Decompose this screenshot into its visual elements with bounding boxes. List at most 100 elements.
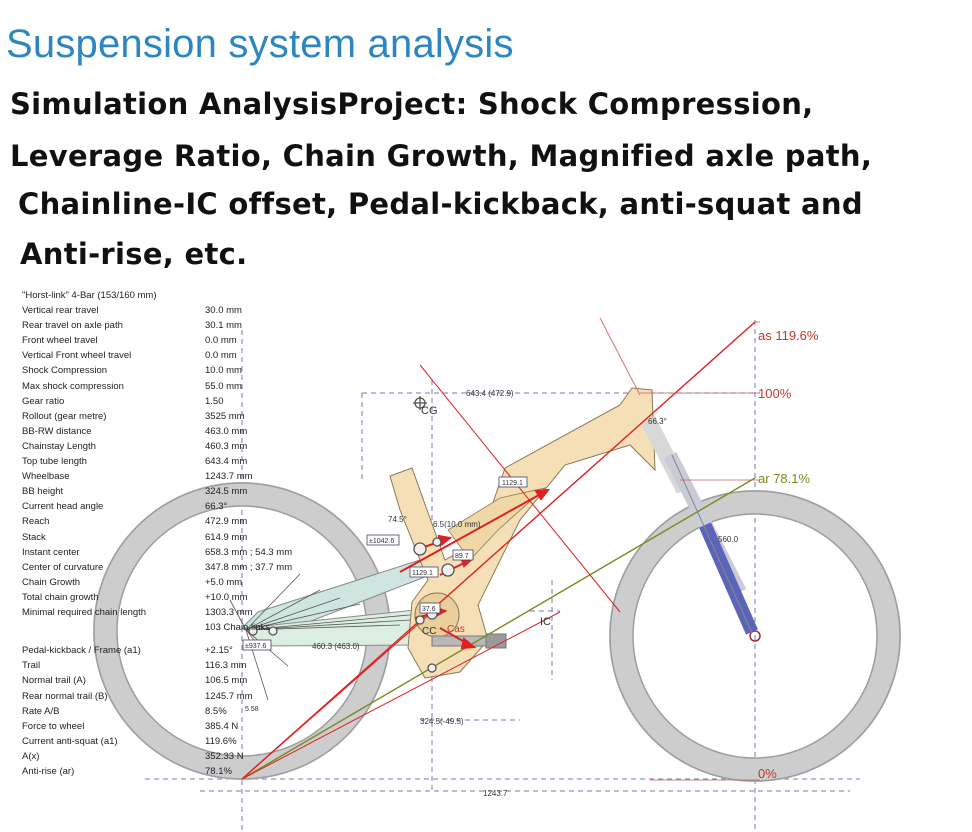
param-label: Current anti-squat (a1) bbox=[22, 735, 118, 747]
model-name: "Horst-link" 4-Bar (153/160 mm) bbox=[22, 290, 157, 301]
param-label: BB-RW distance bbox=[22, 425, 92, 437]
param-value: +2.15° bbox=[205, 645, 233, 657]
as-label: as 119.6% bbox=[758, 328, 819, 343]
param-label: Center of curvature bbox=[22, 561, 104, 573]
param-label: Vertical Front wheel travel bbox=[22, 350, 132, 362]
param-value: 385.4 N bbox=[205, 720, 239, 732]
front-wheel bbox=[609, 490, 901, 782]
seat-angle-label: 74.5° bbox=[388, 515, 407, 524]
chainstay-dim-label: 460.3 (463.0) bbox=[312, 642, 360, 651]
top-dim-label: 643.4 (472.9) bbox=[466, 389, 514, 398]
parameter-list: "Horst-link" 4-Bar (153/160 mm) Vertical… bbox=[0, 290, 293, 780]
diagram-labels: as 119.6% 100% ar 78.1% 0% CG IC CC Cas … bbox=[245, 328, 819, 798]
param-label: Chain Growth bbox=[22, 576, 81, 588]
param-label: Stack bbox=[22, 531, 46, 543]
param-value: 352.33 N bbox=[205, 750, 244, 762]
anti-squat-line bbox=[241, 321, 756, 780]
box-376-label: 37.6 bbox=[422, 606, 436, 613]
param-label: Front wheel travel bbox=[22, 335, 98, 347]
ic-label: IC bbox=[540, 616, 551, 628]
param-label: Anti-rise (ar) bbox=[22, 766, 75, 777]
ar-label: ar 78.1% bbox=[758, 471, 810, 486]
param-label: Chainstay Length bbox=[22, 440, 96, 452]
vertical-force-line bbox=[419, 364, 621, 613]
param-value: 30.1 mm bbox=[205, 320, 242, 332]
param-value: 8.5% bbox=[205, 705, 227, 717]
param-value: 106.5 mm bbox=[205, 675, 248, 687]
param-label: Wheelbase bbox=[22, 471, 70, 483]
param-value: 1245.7 mm bbox=[205, 690, 253, 702]
param-label: Instant center bbox=[22, 546, 80, 558]
box-1129b-label: 1129.1 bbox=[412, 570, 433, 577]
param-value: 0.0 mm bbox=[205, 335, 237, 347]
param-value: 460.3 mm bbox=[205, 440, 248, 452]
head-angle-label: 66.3° bbox=[648, 417, 667, 426]
param-value: 119.6% bbox=[205, 735, 237, 747]
shock-dim-label: 560.0 bbox=[718, 535, 739, 544]
param-label: Gear ratio bbox=[22, 395, 65, 407]
param-label: Normal trail (A) bbox=[22, 675, 86, 687]
fork bbox=[640, 416, 758, 635]
boxed-labels: 1129.1 ±1042.6 89.7 1129.1 37.6 ±937.6 bbox=[242, 476, 528, 651]
param-label: Total chain growth bbox=[22, 591, 99, 603]
param-label: Reach bbox=[22, 516, 50, 528]
param-value: 463.0 mm bbox=[205, 425, 248, 437]
param-label: A(x) bbox=[22, 750, 40, 762]
param-label: Shock Compression bbox=[22, 365, 108, 377]
param-value: 103 Chain links bbox=[205, 622, 270, 634]
param-label: Minimal required chain length bbox=[22, 607, 147, 618]
bb-dim-label: 324.5(-49.5) bbox=[420, 717, 464, 726]
param-value: 10.0 mm bbox=[205, 365, 242, 377]
param-value: 614.9 mm bbox=[205, 531, 248, 543]
subtitle-line-1: Simulation AnalysisProject: Shock Compre… bbox=[10, 87, 814, 121]
suspension-diagram: as 119.6% 100% ar 78.1% 0% CG IC CC Cas … bbox=[0, 280, 972, 832]
param-value: 658.3 mm ; 54.3 mm bbox=[205, 546, 293, 558]
small-55-label: 5.58 bbox=[245, 706, 259, 713]
cas-label: Cas bbox=[447, 624, 465, 635]
box-1042-label: ±1042.6 bbox=[369, 538, 394, 545]
chain-force-line bbox=[241, 611, 561, 780]
stroke-dim-label: 6.5(10.0 mm) bbox=[433, 520, 481, 529]
param-value: 1.50 bbox=[205, 395, 224, 407]
subtitle-line-2: Leverage Ratio, Chain Growth, Magnified … bbox=[10, 139, 873, 173]
param-value: 1303.3 mm bbox=[205, 607, 253, 618]
anti-rise-line bbox=[241, 477, 756, 780]
param-label: Rate A/B bbox=[22, 705, 60, 717]
param-value: +10.0 mm bbox=[205, 591, 248, 603]
cg-line bbox=[241, 611, 433, 780]
param-value: 643.4 mm bbox=[205, 456, 248, 467]
param-label: Vertical rear travel bbox=[22, 305, 99, 316]
param-value: 78.1% bbox=[205, 766, 232, 777]
param-value: 1243.7 mm bbox=[205, 471, 253, 483]
param-value: 30.0 mm bbox=[205, 305, 242, 316]
page-title: Suspension system analysis bbox=[6, 22, 514, 66]
pct100-label: 100% bbox=[758, 386, 792, 401]
param-label: Current head angle bbox=[22, 501, 104, 513]
param-label: BB height bbox=[22, 486, 64, 498]
param-value: 55.0 mm bbox=[205, 380, 242, 392]
param-label: Force to wheel bbox=[22, 720, 85, 732]
param-value: 324.5 mm bbox=[205, 486, 248, 498]
head-line bbox=[599, 317, 641, 396]
cg-label: CG bbox=[421, 405, 438, 417]
diagram-svg: as 119.6% 100% ar 78.1% 0% CG IC CC Cas … bbox=[93, 317, 901, 832]
box-1129-label: 1129.1 bbox=[502, 480, 523, 487]
measure-lines bbox=[640, 321, 760, 781]
param-value: 472.9 mm bbox=[205, 516, 248, 528]
param-value: 347.8 mm ; 37.7 mm bbox=[205, 561, 293, 573]
param-value: +5.0 mm bbox=[205, 576, 243, 588]
cc-label: CC bbox=[422, 626, 436, 637]
subtitle-line-3: Chainline-IC offset, Pedal-kickback, ant… bbox=[18, 187, 863, 221]
pivots bbox=[248, 396, 455, 673]
param-label: Top tube length bbox=[22, 456, 87, 467]
param-value: 66.3° bbox=[205, 501, 228, 513]
param-label: Trail bbox=[22, 660, 41, 672]
pct0-label: 0% bbox=[758, 766, 777, 781]
box-9376-label: ±937.6 bbox=[245, 643, 266, 650]
subtitle-line-4: Anti-rise, etc. bbox=[20, 237, 248, 271]
param-value: 116.3 mm bbox=[205, 660, 247, 672]
param-label: Rear normal trail (B) bbox=[22, 690, 108, 702]
param-value: 0.0 mm bbox=[205, 350, 237, 362]
wheelbase-dim-label: 1243.7 bbox=[483, 789, 508, 798]
param-value: 3525 mm bbox=[205, 410, 245, 422]
